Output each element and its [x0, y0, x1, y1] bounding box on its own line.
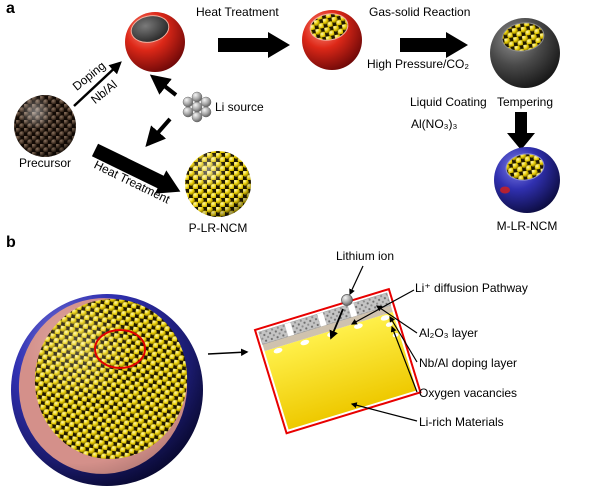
zoom-annotation-circle [94, 329, 146, 369]
doped-precursor-sphere [125, 12, 185, 72]
precursor-sphere [14, 95, 76, 157]
annotation-leader-lines [349, 265, 418, 422]
pathway-arrow [329, 308, 344, 340]
leader-diffusion-pathway [350, 289, 415, 325]
lithium-ion-label: Lithium ion [336, 249, 395, 263]
coating-cross-section [253, 287, 422, 435]
al2o3-layer-label: Al₂O₃ layer [419, 326, 478, 340]
li-rich-materials-label: Li-rich Materials [419, 415, 504, 429]
heat-treatment-top-label: Heat Treatment [196, 5, 279, 19]
gas-treated-sphere [490, 18, 560, 88]
tempering-arrow [507, 112, 535, 150]
leader-al2o3-layer [376, 305, 418, 334]
zoom-arrow [207, 348, 249, 357]
gas-solid-reaction-label: Gas-solid Reaction [369, 5, 471, 19]
li-source-label: Li source [215, 100, 264, 114]
leader-nbal-doping-layer [389, 315, 418, 363]
high-pressure-label: High Pressure/CO₂ [367, 57, 470, 71]
leader-oxygen-vacancies [390, 325, 418, 393]
li-source-cluster [182, 91, 212, 123]
doping-arrow [73, 61, 122, 107]
leader-lithium-ion [349, 265, 364, 296]
nbal-doping-layer-label: Nb/Al doping layer [419, 356, 518, 370]
panel-b-label: b [6, 234, 16, 251]
oxygen-vacancies-label: Oxygen vacancies [419, 386, 518, 400]
b-main-sphere [11, 294, 203, 486]
li-source-arrow-up [149, 74, 178, 97]
oxygen-vacancy-dots [273, 315, 399, 354]
p-lr-ncm-sphere [185, 151, 251, 217]
lithium-ion-sphere [341, 294, 353, 306]
panel-a-label: a [6, 0, 15, 17]
m-lr-ncm-sphere [494, 147, 560, 213]
heat-treatment-arrow [218, 32, 290, 58]
liquid-coating-label: Liquid Coating [410, 95, 487, 109]
p-lr-ncm-label: P-LR-NCM [188, 221, 248, 235]
leader-li-rich-materials [350, 402, 418, 422]
precursor-label: Precursor [18, 156, 71, 170]
diffusion-pathway-label: Li⁺ diffusion Pathway [415, 281, 528, 295]
heat-treatment-diagonal-arrow [91, 143, 181, 194]
m-lr-ncm-label: M-LR-NCM [496, 219, 558, 233]
tempering-label: Tempering [497, 95, 554, 109]
coating-agent-label: Al(NO₃)₃ [411, 117, 458, 131]
lithiated-sphere [302, 10, 362, 70]
li-source-arrow-down [145, 117, 172, 148]
gas-solid-arrow [400, 32, 468, 58]
